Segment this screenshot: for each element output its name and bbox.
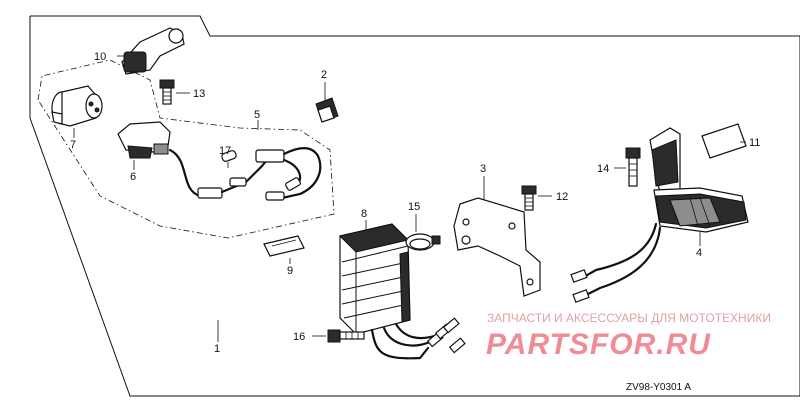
part-10-rubber-cap: [121, 27, 185, 75]
callout-7: 7: [70, 139, 76, 151]
callout-14: 14: [597, 163, 609, 175]
part-2-grommet: [315, 97, 339, 123]
part-4-leads: [570, 222, 662, 303]
part-8-regulator: [339, 223, 411, 335]
callout-10: 10: [94, 51, 106, 63]
diagram-code: ZV98-Y0301 A: [626, 382, 691, 393]
part-7-socket: [51, 85, 103, 127]
part-6-switch: [117, 121, 171, 159]
part-15-clamp: [405, 233, 441, 251]
part-4-charge-coil: [649, 127, 749, 233]
subassembly-5-frame: [37, 59, 335, 239]
part-11-sticker: [701, 123, 747, 159]
callout-5: 5: [254, 109, 260, 121]
callout-15: 15: [408, 201, 420, 213]
assembly-frame: [29, 15, 800, 397]
part-17-fuse: [221, 150, 237, 162]
part-9-label: [263, 235, 305, 257]
part-13-bolt: [159, 79, 175, 105]
callout-13: 13: [193, 88, 205, 100]
part-8-leads: [370, 317, 466, 360]
callout-16: 16: [293, 331, 305, 343]
part-3-bracket: [453, 197, 541, 297]
callout-12: 12: [556, 191, 568, 203]
callout-8: 8: [361, 208, 367, 220]
callout-9: 9: [287, 265, 293, 277]
part-12-bolt: [521, 185, 537, 211]
callout-11: 11: [749, 137, 760, 149]
watermark-tagline: ЗАПЧАСТИ И АКСЕССУАРЫ ДЛЯ МОТОТЕХНИКИ: [487, 311, 771, 325]
part-5-harness: [168, 147, 322, 201]
watermark-logo: PARTSFOR.RU: [486, 328, 711, 361]
part-16-bolt: [327, 329, 365, 343]
part-14-bolt: [625, 147, 641, 187]
callout-1: 1: [214, 343, 220, 355]
callout-6: 6: [130, 171, 136, 183]
callout-3: 3: [480, 163, 486, 175]
callout-4: 4: [696, 247, 702, 259]
callout-17: 17: [219, 145, 231, 157]
callout-2: 2: [321, 69, 327, 81]
